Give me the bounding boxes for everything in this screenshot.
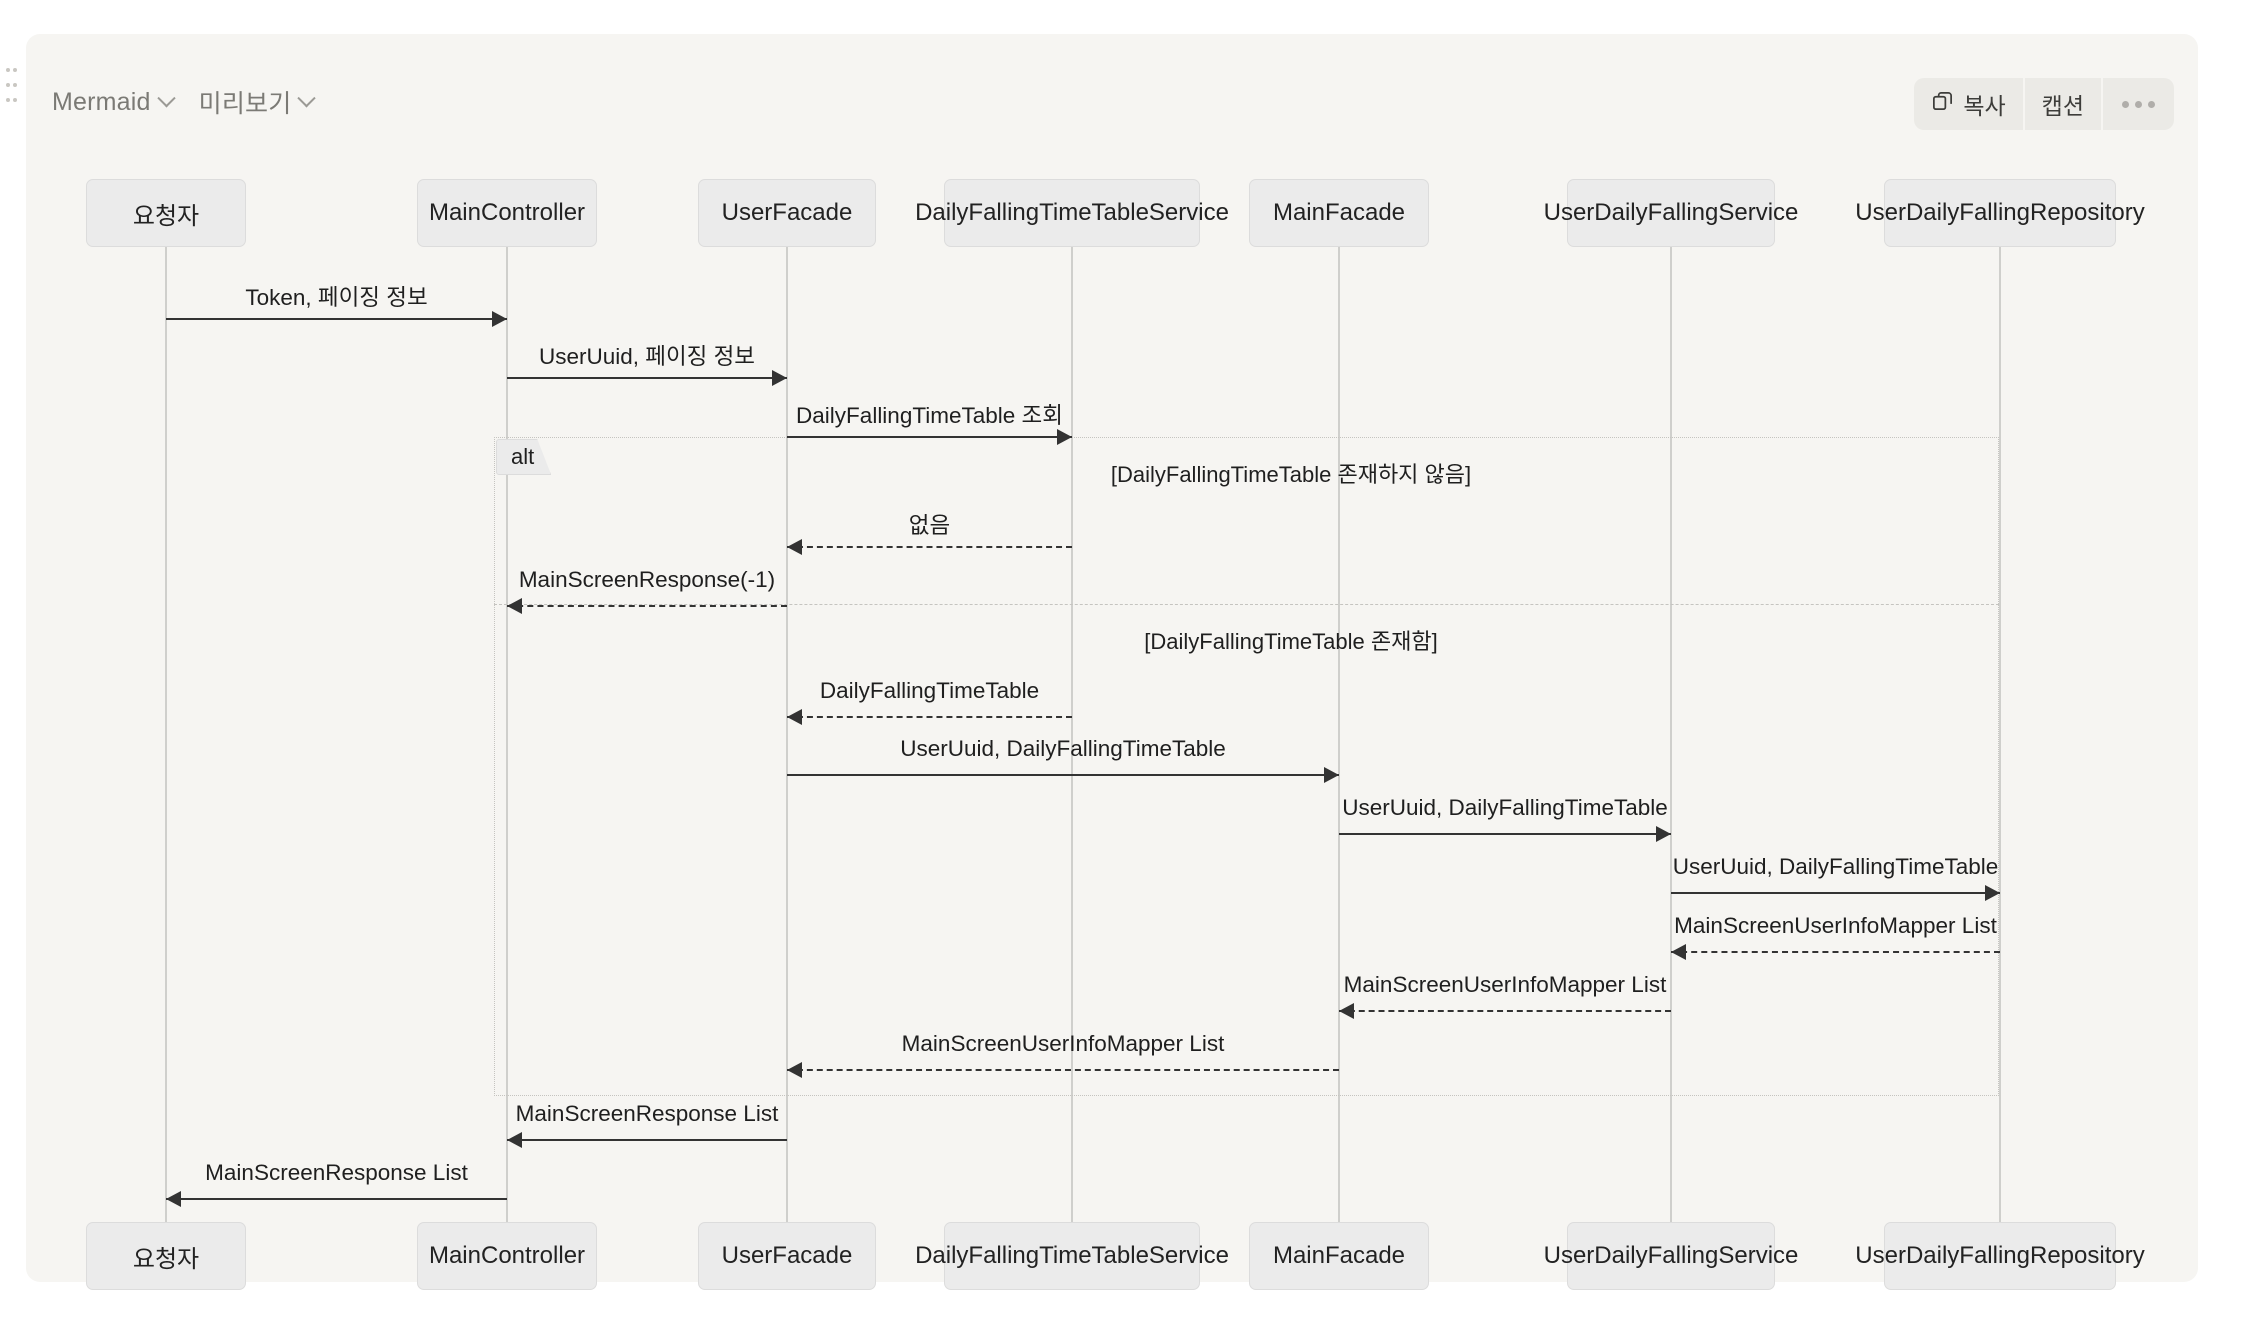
participant-box[interactable]: DailyFallingTimeTableService	[915, 1222, 1229, 1290]
message-label: UserUuid, DailyFallingTimeTable	[1672, 854, 1999, 879]
participant-box[interactable]: UserDailyFallingRepository	[1855, 179, 2145, 247]
arrow-head-icon	[1671, 944, 1686, 960]
participant-box[interactable]: 요청자	[86, 179, 246, 247]
message-label: DailyFallingTimeTable	[819, 678, 1040, 703]
caption-button[interactable]: 캡션	[2025, 78, 2103, 130]
message-arrow	[1339, 1010, 1671, 1012]
alt-fragment	[494, 437, 1999, 1096]
participant-box[interactable]: UserDailyFallingRepository	[1855, 1222, 2145, 1290]
participant-box[interactable]: MainFacade	[1249, 179, 1429, 247]
participant-box[interactable]: UserFacade	[698, 1222, 876, 1290]
arrow-head-icon	[787, 1062, 802, 1078]
message-label: 없음	[908, 513, 951, 538]
drag-dot	[12, 67, 17, 72]
message-label: MainScreenResponse List	[205, 1160, 468, 1185]
message-arrow	[787, 774, 1339, 776]
message-label: UserUuid, 페이징 정보	[538, 344, 756, 369]
participant-box[interactable]: UserFacade	[698, 179, 876, 247]
arrow-head-icon	[1985, 885, 2000, 901]
view-mode-dropdown[interactable]: 미리보기	[198, 84, 317, 120]
arrow-head-icon	[787, 539, 802, 555]
message-label: MainScreenResponse List	[515, 1101, 779, 1126]
message-label: Token, 페이징 정보	[245, 285, 428, 310]
ellipsis-icon	[2122, 100, 2155, 108]
copy-icon	[1931, 90, 1954, 119]
arrow-head-icon	[1339, 1003, 1354, 1019]
arrow-head-icon	[1324, 767, 1339, 783]
caption-button-label: 캡션	[2041, 93, 2084, 119]
message-label: MainScreenUserInfoMapper List	[901, 1031, 1225, 1056]
message-arrow	[1671, 892, 2000, 894]
participant-box[interactable]: MainController	[417, 1222, 597, 1290]
message-arrow	[787, 436, 1072, 438]
arrow-head-icon	[1057, 429, 1072, 445]
message-label: UserUuid, DailyFallingTimeTable	[900, 736, 1226, 761]
drag-dot	[5, 98, 10, 103]
message-label: MainScreenUserInfoMapper List	[1343, 972, 1667, 997]
diagram-toolbar: Mermaid 미리보기 복사	[26, 34, 2198, 130]
message-arrow	[507, 377, 787, 379]
message-label: MainScreenUserInfoMapper List	[1674, 913, 1997, 938]
message-arrow	[166, 318, 507, 320]
message-arrow	[166, 1198, 507, 1200]
participant-box[interactable]: MainController	[417, 179, 597, 247]
message-arrow	[507, 605, 787, 607]
arrow-head-icon	[787, 709, 802, 725]
view-mode-label: 미리보기	[198, 90, 292, 118]
participant-box[interactable]: UserDailyFallingService	[1544, 1222, 1798, 1290]
arrow-head-icon	[507, 1132, 522, 1148]
drag-dot	[5, 67, 10, 72]
lifeline-0	[165, 247, 167, 1222]
message-arrow	[787, 546, 1072, 548]
message-arrow	[787, 716, 1072, 718]
arrow-head-icon	[507, 598, 522, 614]
message-arrow	[1339, 833, 1671, 835]
diagram-type-label: Mermaid	[52, 87, 151, 116]
message-arrow	[1671, 951, 2000, 953]
lifeline-4	[1338, 247, 1340, 1222]
participant-box[interactable]: UserDailyFallingService	[1544, 179, 1798, 247]
lifeline-2	[786, 247, 788, 1222]
lifeline-5	[1670, 247, 1672, 1222]
arrow-head-icon	[772, 370, 787, 386]
toolbar-left-group: Mermaid 미리보기	[52, 84, 317, 120]
message-label: UserUuid, DailyFallingTimeTable	[1342, 795, 1668, 820]
drag-dot	[12, 82, 17, 87]
arrow-head-icon	[492, 311, 507, 327]
alt-condition-label: [DailyFallingTimeTable 존재하지 않음]	[1110, 462, 1472, 487]
participant-box[interactable]: DailyFallingTimeTableService	[915, 179, 1229, 247]
lifeline-6	[1999, 247, 2001, 1222]
participant-box[interactable]: MainFacade	[1249, 1222, 1429, 1290]
lifeline-1	[506, 247, 508, 1222]
arrow-head-icon	[166, 1191, 181, 1207]
drag-dot	[12, 98, 17, 103]
alt-condition-label: [DailyFallingTimeTable 존재함]	[1144, 629, 1438, 654]
lifeline-3	[1071, 247, 1073, 1222]
alt-divider	[494, 604, 1999, 605]
message-arrow	[507, 1139, 787, 1141]
drag-handle[interactable]	[4, 62, 18, 108]
message-arrow	[787, 1069, 1339, 1071]
copy-button-label: 복사	[1963, 93, 2006, 119]
message-label: DailyFallingTimeTable 조회	[796, 403, 1063, 428]
arrow-head-icon	[1656, 826, 1671, 842]
drag-dot	[5, 82, 10, 87]
message-label: MainScreenResponse(-1)	[518, 567, 776, 592]
toolbar-right-group: 복사 캡션	[1914, 78, 2174, 130]
diagram-type-dropdown[interactable]: Mermaid	[52, 87, 176, 117]
diagram-canvas: Mermaid 미리보기 복사	[26, 34, 2198, 1290]
copy-button[interactable]: 복사	[1914, 78, 2025, 130]
participant-box[interactable]: 요청자	[86, 1222, 246, 1290]
more-options-button[interactable]	[2103, 78, 2174, 130]
